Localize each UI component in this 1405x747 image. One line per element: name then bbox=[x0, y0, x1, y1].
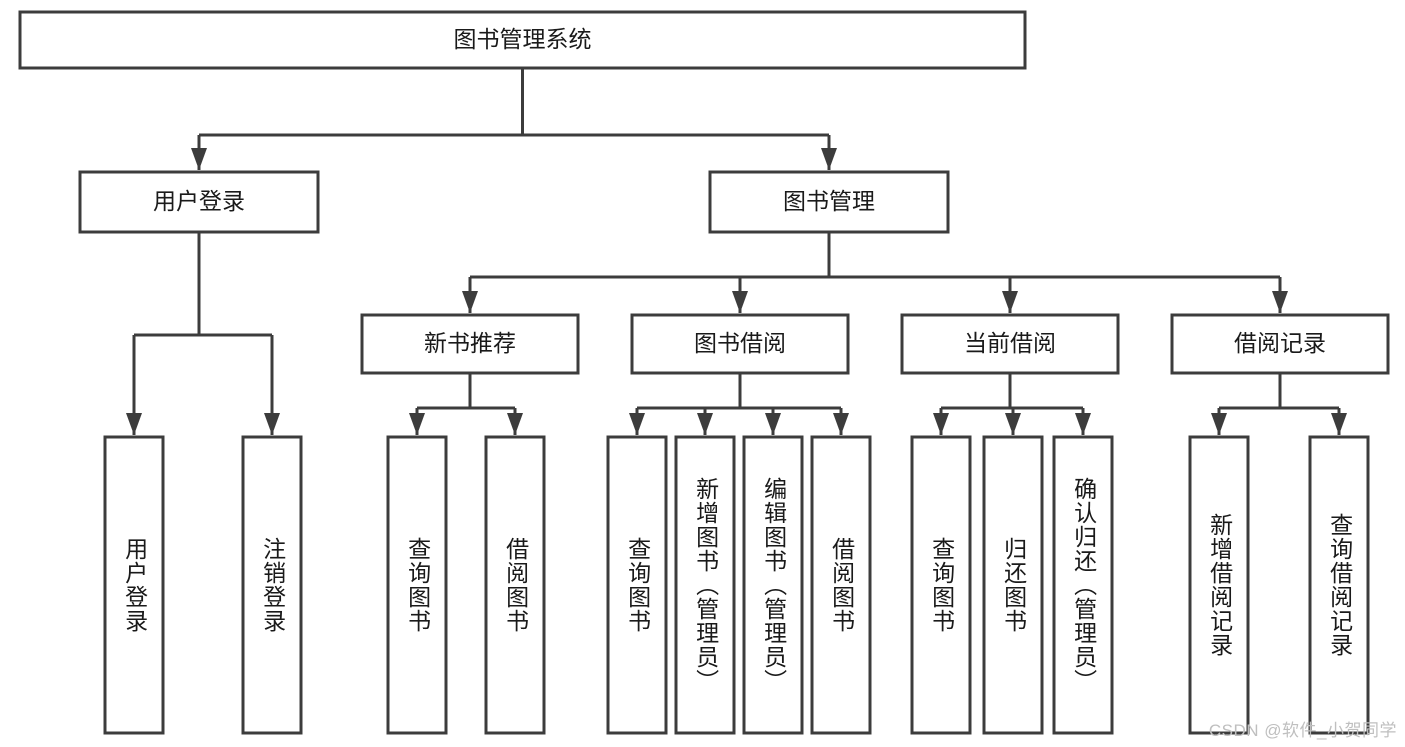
arrow-icon-book-borrow bbox=[732, 291, 748, 313]
csdn-watermark: CSDN @软件_小贺同学 bbox=[1208, 721, 1397, 740]
node-label-book-manage: 图书管理 bbox=[783, 188, 875, 214]
arrow-icon-leaf-borrow-book-rec bbox=[507, 413, 523, 435]
arrow-icon-leaf-query-record bbox=[1331, 413, 1347, 435]
node-book-borrow[interactable] bbox=[630, 313, 850, 375]
arrow-icon-leaf-query-book-borrow bbox=[629, 413, 645, 435]
arrow-icon-borrow-record bbox=[1272, 291, 1288, 313]
arrow-icon-new-book-rec bbox=[462, 291, 478, 313]
arrow-icon-current-borrow bbox=[1002, 291, 1018, 313]
node-label-borrow-record: 借阅记录 bbox=[1234, 330, 1326, 356]
arrow-icon-leaf-edit-book bbox=[765, 413, 781, 435]
node-leaf-return-book[interactable] bbox=[982, 435, 1044, 735]
arrow-icon-leaf-query-book-rec bbox=[409, 413, 425, 435]
node-label-user-login: 用户登录 bbox=[153, 188, 245, 214]
node-root[interactable] bbox=[18, 10, 1027, 70]
arrow-icon-book-manage bbox=[821, 148, 837, 170]
node-leaf-query-record[interactable] bbox=[1308, 435, 1370, 735]
node-leaf-user-logout[interactable] bbox=[241, 435, 303, 735]
arrow-icon-leaf-return-book bbox=[1005, 413, 1021, 435]
node-label-new-book-rec: 新书推荐 bbox=[424, 330, 516, 356]
node-current-borrow[interactable] bbox=[900, 313, 1120, 375]
arrow-icon-leaf-add-record bbox=[1211, 413, 1227, 435]
node-leaf-query-book-rec[interactable] bbox=[386, 435, 448, 735]
node-borrow-record[interactable] bbox=[1170, 313, 1390, 375]
node-leaf-user-login[interactable] bbox=[103, 435, 165, 735]
arrow-icon-leaf-query-book-cur bbox=[933, 413, 949, 435]
arrow-icon-leaf-add-book bbox=[697, 413, 713, 435]
arrow-icon-leaf-user-login bbox=[126, 413, 142, 435]
node-leaf-confirm-return[interactable] bbox=[1052, 435, 1114, 735]
node-book-manage[interactable] bbox=[708, 170, 950, 234]
arrow-icon-user-login bbox=[191, 148, 207, 170]
node-leaf-add-record[interactable] bbox=[1188, 435, 1250, 735]
boxes-layer bbox=[18, 10, 1390, 735]
node-leaf-query-book-cur[interactable] bbox=[910, 435, 972, 735]
node-label-root: 图书管理系统 bbox=[454, 26, 592, 52]
arrow-icon-leaf-borrow-book bbox=[833, 413, 849, 435]
node-leaf-add-book[interactable] bbox=[674, 435, 736, 735]
connectors-layer bbox=[126, 68, 1347, 435]
node-leaf-borrow-book[interactable] bbox=[810, 435, 872, 735]
arrow-icon-leaf-user-logout bbox=[264, 413, 280, 435]
node-leaf-edit-book[interactable] bbox=[742, 435, 804, 735]
arrow-icon-leaf-confirm-return bbox=[1075, 413, 1091, 435]
node-leaf-borrow-book-rec[interactable] bbox=[484, 435, 546, 735]
node-new-book-rec[interactable] bbox=[360, 313, 580, 375]
node-leaf-query-book-borrow[interactable] bbox=[606, 435, 668, 735]
node-label-book-borrow: 图书借阅 bbox=[694, 330, 786, 356]
node-user-login[interactable] bbox=[78, 170, 320, 234]
node-label-current-borrow: 当前借阅 bbox=[964, 330, 1056, 356]
